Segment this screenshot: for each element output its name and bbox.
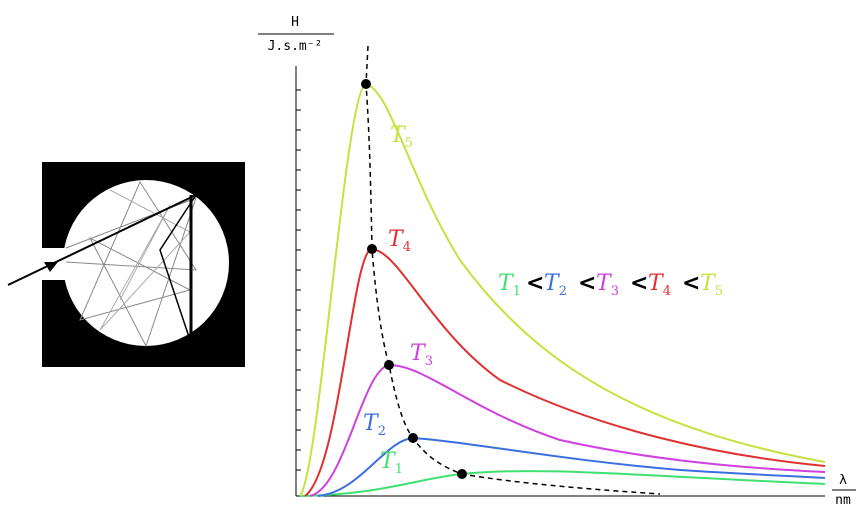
curve-t3 bbox=[309, 363, 826, 497]
peak-dot-t1 bbox=[457, 469, 467, 479]
x-label-top: λ bbox=[839, 473, 847, 488]
label-t5: T5 bbox=[390, 123, 413, 151]
peak-dot-t4 bbox=[367, 244, 377, 254]
ineq-t2: T2 bbox=[544, 271, 567, 299]
temperature-inequality: T1 < T2 < T3 < T4 < T5 bbox=[498, 271, 723, 299]
y-ticks bbox=[296, 89, 301, 471]
curve-t2 bbox=[317, 436, 826, 497]
curve-t4 bbox=[304, 247, 826, 497]
y-label-top: H bbox=[291, 15, 299, 30]
ineq-t4: T4 bbox=[648, 271, 671, 299]
ineq-op-4: < bbox=[682, 271, 700, 296]
ineq-t3: T3 bbox=[596, 271, 619, 299]
planck-plot: H J.s.m⁻² λ nm T5 T4 T3 T2 T1 T1 < T2 bbox=[258, 15, 856, 506]
label-t2: T2 bbox=[363, 411, 386, 439]
ineq-t1: T1 bbox=[498, 271, 521, 299]
curve-t1 bbox=[299, 470, 826, 497]
ray-arrowhead bbox=[44, 262, 58, 272]
peak-dot-t5 bbox=[361, 79, 371, 89]
reflected-rays-2 bbox=[99, 189, 191, 331]
incoming-ray bbox=[7, 194, 197, 286]
label-t3: T3 bbox=[410, 341, 433, 369]
peak-dot-t3 bbox=[384, 360, 394, 370]
label-t4: T4 bbox=[388, 227, 411, 255]
ineq-op-3: < bbox=[630, 271, 648, 296]
curve-t5 bbox=[299, 82, 826, 497]
y-label-bottom: J.s.m⁻² bbox=[268, 39, 323, 54]
cavity-figure bbox=[7, 162, 245, 367]
ineq-op-2: < bbox=[578, 271, 596, 296]
cavity-sphere bbox=[63, 180, 229, 346]
peak-locus-dashed bbox=[365, 45, 661, 495]
ineq-t5: T5 bbox=[700, 271, 723, 299]
peak-dot-t2 bbox=[408, 433, 418, 443]
internal-ray bbox=[159, 194, 197, 341]
label-t1: T1 bbox=[380, 449, 403, 477]
ineq-op-1: < bbox=[526, 271, 544, 296]
x-label-bottom: nm bbox=[835, 493, 851, 506]
